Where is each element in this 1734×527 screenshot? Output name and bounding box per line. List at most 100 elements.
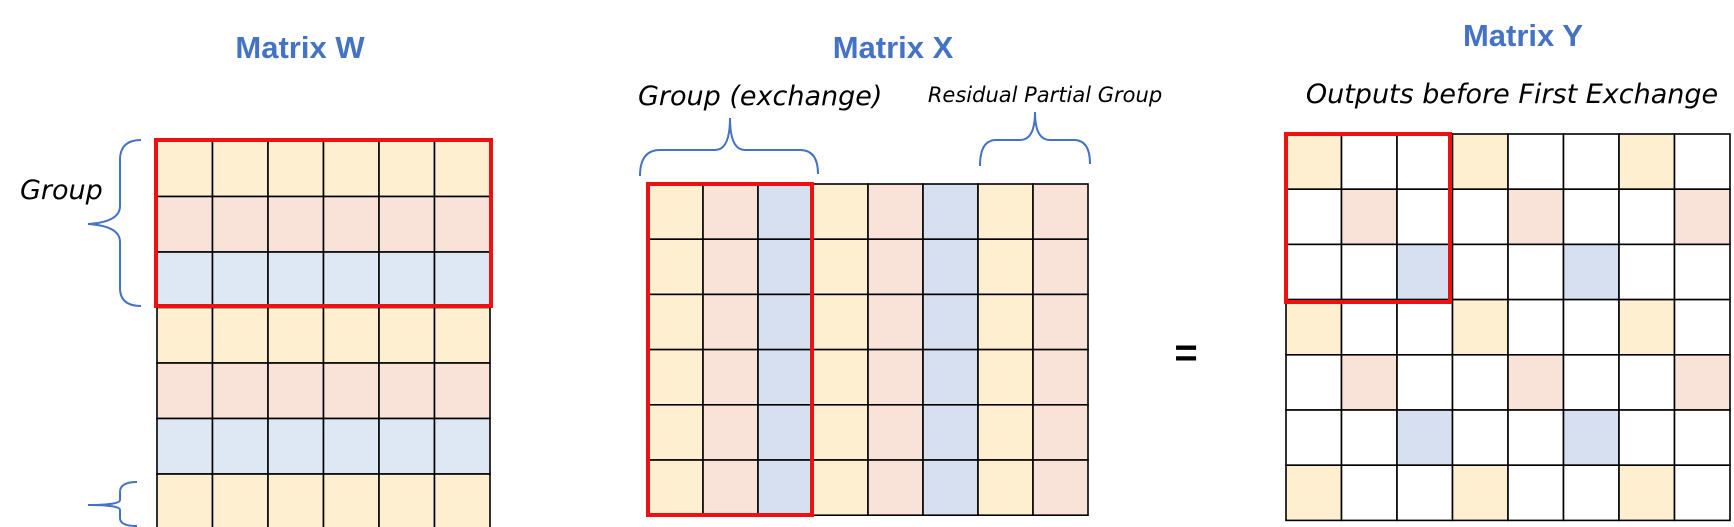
matrix-x-cell-r2-c3	[757, 238, 814, 296]
matrix-w-group-brace	[87, 139, 142, 307]
matrix-w-cell-r2-c3	[267, 195, 325, 253]
matrix-y-highlight	[1284, 132, 1452, 304]
matrix-w-cell-r6-c4	[322, 417, 380, 475]
matrix-w-cell-r7-c2	[211, 473, 269, 527]
matrix-x-cell-r3-c5	[867, 293, 924, 351]
matrix-x-cell-r5-c1	[647, 403, 704, 461]
matrix-y-cell-r6-c5	[1507, 409, 1565, 467]
matrix-x-residual-brace	[979, 111, 1091, 167]
matrix-x-cell-r6-c1	[647, 459, 704, 517]
matrix-y-cell-r1-c1	[1285, 133, 1343, 191]
matrix-w-cell-r4-c2	[211, 306, 269, 364]
matrix-y-cell-r5-c2	[1340, 353, 1398, 411]
matrix-x-cell-r4-c3	[757, 348, 814, 406]
matrix-y-title: Matrix Y	[1463, 18, 1583, 53]
matrix-x-cell-r1-c2	[702, 183, 759, 241]
matrix-y-cell-r5-c8	[1673, 353, 1731, 411]
matrix-x-cell-r5-c2	[702, 403, 759, 461]
matrix-x-cell-r2-c6	[922, 238, 979, 296]
matrix-x-cell-r1-c3	[757, 183, 814, 241]
matrix-x-cell-r6-c6	[922, 459, 979, 517]
matrix-w-cell-r6-c1	[156, 417, 214, 475]
matrix-y-cell-r5-c5	[1507, 353, 1565, 411]
matrix-y-cell-r3-c6	[1562, 243, 1620, 301]
matrix-y-grid	[1285, 133, 1731, 522]
matrix-w-small-brace	[87, 481, 138, 527]
matrix-y-cell-r7-c6	[1562, 464, 1620, 522]
matrix-y-cell-r1-c7	[1618, 133, 1676, 191]
matrix-x-cell-r5-c6	[922, 403, 979, 461]
matrix-w-group-label: Group	[20, 175, 103, 206]
matrix-x-cell-r1-c8	[1032, 183, 1089, 241]
matrix-w-cell-r5-c4	[322, 362, 380, 420]
matrix-x-residual-label: Residual Partial Group	[928, 83, 1162, 107]
matrix-y-cell-r5-c6	[1562, 353, 1620, 411]
matrix-y-cell-r6-c3	[1396, 409, 1454, 467]
matrix-x-cell-r3-c1	[647, 293, 704, 351]
matrix-y-cell-r7-c5	[1507, 464, 1565, 522]
matrix-y-cell-r4-c4	[1451, 298, 1509, 356]
matrix-y-cell-r2-c8	[1673, 188, 1731, 246]
matrix-x-cell-r4-c7	[977, 348, 1034, 406]
matrix-y-cell-r4-c7	[1618, 298, 1676, 356]
matrix-y-cell-r6-c2	[1340, 409, 1398, 467]
matrix-y-cell-r2-c6	[1562, 188, 1620, 246]
highlight-group	[154, 132, 1452, 517]
matrix-y-cell-r5-c3	[1396, 353, 1454, 411]
matrix-w-cell-r7-c4	[322, 473, 380, 527]
matrix-w-cell-r3-c3	[267, 251, 325, 309]
matrix-w-cell-r4-c3	[267, 306, 325, 364]
matrix-x-cell-r1-c7	[977, 183, 1034, 241]
matrix-y-cell-r1-c5	[1507, 133, 1565, 191]
matrix-x-cell-r6-c3	[757, 459, 814, 517]
matrix-y-cell-r2-c4	[1451, 188, 1509, 246]
matrix-w-cell-r3-c1	[156, 251, 214, 309]
matrix-x-group-brace	[639, 117, 819, 177]
matrix-w-cell-r6-c3	[267, 417, 325, 475]
matrix-y-cell-r5-c7	[1618, 353, 1676, 411]
matrix-x-cell-r2-c5	[867, 238, 924, 296]
matrix-w-cell-r2-c6	[433, 195, 491, 253]
matrix-y-cell-r7-c8	[1673, 464, 1731, 522]
matrix-w-cell-r6-c2	[211, 417, 269, 475]
matrix-y-cell-r6-c8	[1673, 409, 1731, 467]
matrix-w-cell-r4-c6	[433, 306, 491, 364]
brace-group	[87, 111, 1091, 527]
matrix-w-highlight	[154, 138, 493, 308]
matrix-w-cell-r3-c5	[378, 251, 436, 309]
matrix-x-cell-r5-c8	[1032, 403, 1089, 461]
matrix-y-cell-r4-c6	[1562, 298, 1620, 356]
matrix-y-cell-r1-c6	[1562, 133, 1620, 191]
matrix-w-cell-r1-c6	[433, 140, 491, 198]
matrix-y-cell-r3-c7	[1618, 243, 1676, 301]
matrix-y-subtitle: Outputs before First Exchange	[1306, 79, 1718, 110]
matrix-x-grid	[647, 183, 1089, 517]
matrix-w-cell-r6-c5	[378, 417, 436, 475]
matrix-x-cell-r6-c4	[812, 459, 869, 517]
matrix-x-cell-r4-c8	[1032, 348, 1089, 406]
matrix-y-cell-r4-c1	[1285, 298, 1343, 356]
matrix-w-cell-r2-c2	[211, 195, 269, 253]
matrix-w-cell-r3-c4	[322, 251, 380, 309]
matrix-w-cell-r1-c3	[267, 140, 325, 198]
matrix-y-cell-r5-c4	[1451, 353, 1509, 411]
matrix-x-cell-r3-c2	[702, 293, 759, 351]
matrix-y-cell-r3-c1	[1285, 243, 1343, 301]
matrix-w-title: Matrix W	[235, 30, 365, 65]
matrix-w-cell-r7-c3	[267, 473, 325, 527]
matrix-x-cell-r1-c4	[812, 183, 869, 241]
matrix-x-cell-r2-c8	[1032, 238, 1089, 296]
matrix-y-cell-r7-c7	[1618, 464, 1676, 522]
matrix-x-cell-r2-c7	[977, 238, 1034, 296]
matrix-x-cell-r4-c2	[702, 348, 759, 406]
matrix-w-cell-r2-c4	[322, 195, 380, 253]
matrix-w-cell-r1-c5	[378, 140, 436, 198]
matrix-y-cell-r1-c2	[1340, 133, 1398, 191]
matrix-w-cell-r7-c6	[433, 473, 491, 527]
matrix-x-cell-r2-c4	[812, 238, 869, 296]
matrix-x-cell-r5-c4	[812, 403, 869, 461]
matrix-y-cell-r6-c6	[1562, 409, 1620, 467]
matrix-x-cell-r6-c8	[1032, 459, 1089, 517]
matrix-y-cell-r7-c3	[1396, 464, 1454, 522]
